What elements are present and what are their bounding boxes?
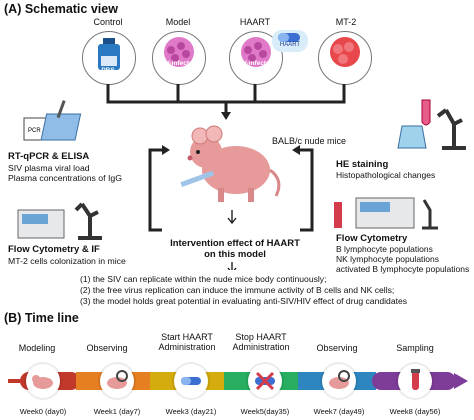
haart-pill-badge: HAART [272, 30, 308, 52]
center-line-2: on this model [204, 249, 266, 260]
conclusion-1: (1) the SIV can replicate within the nud… [80, 274, 327, 284]
group-label-control: Control [93, 17, 123, 27]
conclusion-2: (2) the free virus replication can induc… [80, 285, 395, 296]
cell-cluster-icon [164, 37, 194, 67]
timeline-week-3: Week5(day35) [240, 407, 290, 416]
timeline-week-1: Week1 (day7) [93, 407, 141, 416]
mouse-injection-icon [32, 375, 53, 389]
flow-line-3: activated B lymphocyte populations [336, 264, 470, 274]
model-circle-label: SIV-infected MT-2 cells [159, 60, 197, 74]
flow-connectors [106, 84, 346, 270]
he-block: HE staining Histopathological changes [336, 159, 436, 181]
timeline-node-1 [100, 364, 134, 398]
rtqpcr-line-1: SIV plasma viral load [8, 162, 90, 173]
timeline-week-4: Week7 (day49) [313, 407, 365, 416]
timeline-week-2: Week3 (day21) [165, 407, 217, 416]
timeline-node-3 [248, 364, 282, 398]
control-circle [82, 31, 136, 85]
rtqpcr-title: RT-qPCR & ELISA [8, 151, 90, 162]
flow-cytometer-icon [334, 197, 438, 230]
timeline-label-3: Stop HAART Administration [232, 332, 290, 352]
mt2-circle [318, 31, 372, 85]
haart-circle-label: SIV-infected MT-2 cells [236, 60, 274, 74]
mouse-illustration [180, 125, 281, 202]
rtqpcr-block: RT-qPCR & ELISA SIV plasma viral load Pl… [8, 151, 122, 184]
timeline-label-1: Observing [86, 343, 128, 353]
center-text: Intervention effect of HAART on this mod… [150, 238, 320, 260]
cell-cluster-icon [241, 37, 271, 67]
flow-block: Flow Cytometry B lymphocyte populations … [336, 233, 470, 275]
rtqpcr-line-2: Plasma concentrations of IgG [8, 173, 122, 183]
observation-icon [107, 370, 128, 389]
flow-line-1: B lymphocyte populations [336, 244, 433, 254]
he-title: HE staining [336, 159, 389, 170]
timeline-node-4 [322, 364, 356, 398]
he-staining-microscope-icon [397, 99, 466, 150]
observation-icon [329, 370, 350, 389]
pill-icon [278, 33, 300, 42]
group-label-model: Model [165, 17, 191, 27]
timeline-node-2 [174, 364, 208, 398]
timeline-label-5: Sampling [396, 343, 434, 353]
conclusion-3: (3) the model holds great potential in e… [80, 296, 408, 307]
timeline-label-2: Start HAART Administration [158, 332, 216, 352]
flow-cytometer-microscope-icon [17, 202, 102, 240]
section-b-title: (B) Time line [4, 311, 79, 325]
flow-title: Flow Cytometry [336, 233, 408, 244]
timeline-week-0: Week0 (day0) [19, 407, 67, 416]
timeline-week-5: Week8 (day56) [389, 407, 441, 416]
conclusions: (1) the SIV can replicate within the nud… [80, 274, 407, 308]
timeline-label-4: Observing [316, 343, 358, 353]
mt2-cell-icon [330, 37, 360, 67]
pill-icon [181, 377, 201, 385]
group-label-mt2: MT-2 [335, 17, 357, 27]
haart-circle [229, 31, 283, 85]
timeline-node-0 [26, 364, 60, 398]
pbs-label: PBS [101, 67, 115, 74]
flow-if-block: Flow Cytometry & IF MT-2 cells colonizat… [8, 244, 126, 266]
mt2-circle-label: MT-2 cells [328, 66, 360, 73]
haart-badge-label: HAART [279, 42, 301, 48]
pcr-instrument-icon: PCR [23, 100, 82, 141]
sampling-tube-icon [411, 369, 420, 390]
stop-pill-icon [255, 371, 275, 391]
flow-line-2: NK lymphocyte populations [336, 254, 440, 264]
timeline-node-5 [398, 364, 432, 398]
timeline-label-0: Modeling [18, 343, 56, 353]
center-line-1: Intervention effect of HAART [170, 238, 300, 249]
section-a-title: (A) Schematic view [4, 2, 118, 16]
flow-if-title: Flow Cytometry & IF [8, 244, 100, 255]
he-line-1: Histopathological changes [336, 170, 436, 180]
flow-if-line-1: MT-2 cells colonization in mice [8, 255, 126, 266]
group-label-haart: HAART [239, 17, 271, 27]
mouse-label: BALB/c nude mice [272, 136, 347, 146]
pbs-bottle-icon [98, 38, 120, 70]
svg-text:PCR: PCR [28, 128, 41, 134]
